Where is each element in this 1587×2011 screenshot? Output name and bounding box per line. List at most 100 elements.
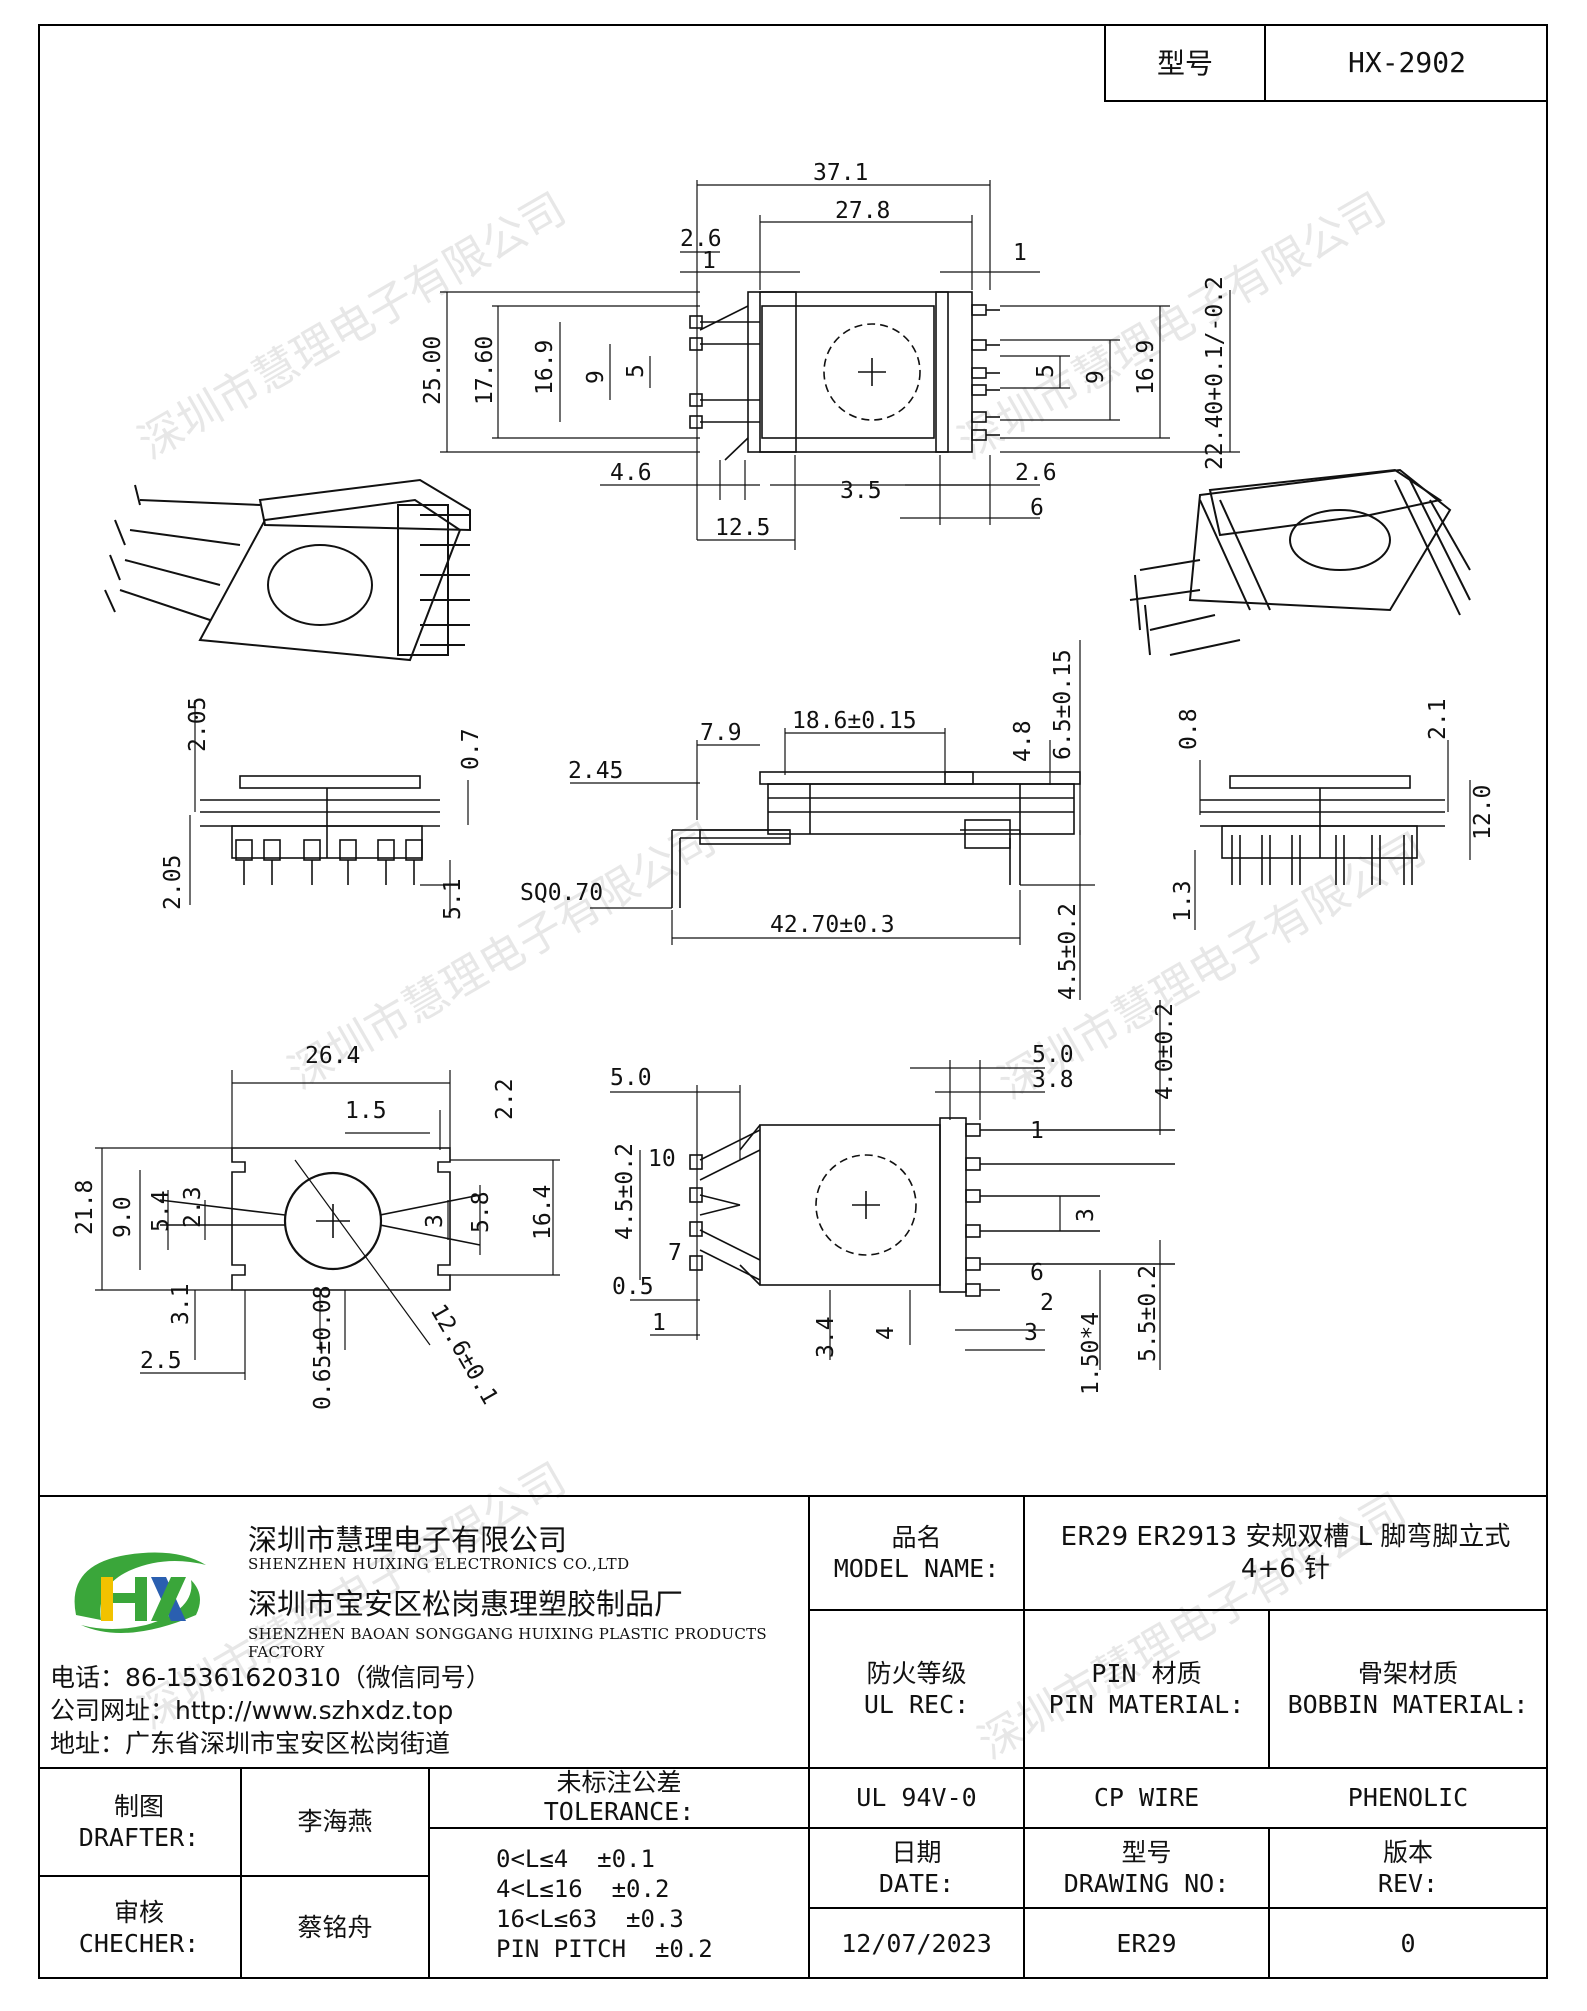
dim-label: 9.0: [110, 1196, 136, 1238]
dim-label: 9: [1083, 370, 1109, 384]
drawing-no-label: 型号 DRAWING NO:: [1025, 1829, 1268, 1907]
dim-label: 2.6: [1015, 460, 1057, 486]
dim-label: 16.9: [532, 340, 558, 395]
ul-rec-en: UL REC:: [863, 1690, 970, 1719]
pin-material-value: CP WIRE: [1093, 1783, 1200, 1813]
pin-material-label: PIN 材质 PIN MATERIAL:: [1025, 1611, 1268, 1767]
dim-label: 4.8: [1010, 720, 1036, 762]
top-left-pins: [689, 315, 760, 429]
checker-name: 蔡铭舟: [297, 1913, 373, 1943]
dim-label: 1.50*4: [1078, 1312, 1104, 1395]
dim-label: 5.8: [468, 1191, 494, 1233]
bobbin-material-en: BOBBIN MATERIAL:: [1287, 1690, 1529, 1719]
top-dim-lines: [440, 180, 1240, 550]
dim-label: 1: [652, 1310, 666, 1336]
company-info: 深圳市慧理电子有限公司 SHENZHEN HUIXING ELECTRONICS…: [50, 1503, 810, 1765]
company-website[interactable]: 公司网址：http://www.szhxdz.top: [50, 1696, 454, 1725]
dim-label: 5.4: [148, 1190, 174, 1232]
rev-en: REV:: [1377, 1869, 1439, 1898]
tolerance-cn: 未标注公差: [556, 1768, 682, 1798]
dim-label: 6: [1030, 495, 1044, 521]
date-cn: 日期: [891, 1837, 942, 1867]
checker-label: 审核 CHECHER:: [38, 1877, 240, 1979]
dim-label: 6.5±0.15: [1050, 649, 1076, 760]
bottom-left-view: [95, 1070, 560, 1380]
bottom-right-view: [610, 1000, 1175, 1370]
dim-label: 2.3: [180, 1186, 206, 1228]
dim-label: 21.8: [72, 1180, 98, 1235]
ul-rec-cn: 防火等级: [866, 1658, 967, 1688]
dim-label: 5: [1033, 364, 1059, 378]
model-name-en: MODEL NAME:: [833, 1554, 1000, 1583]
dim-label: 3.1: [168, 1283, 194, 1325]
mid-left-pins: [235, 839, 423, 885]
dim-label: 1.5: [345, 1098, 387, 1124]
mid-left-view: [189, 700, 469, 915]
rev-value: 0: [1400, 1929, 1416, 1959]
mid-center-view: [570, 640, 1095, 1000]
drafter-cn: 制图: [113, 1791, 164, 1821]
dim-label: 16.9: [1133, 340, 1159, 395]
iso-view-left: [104, 478, 471, 662]
checker-en: CHECHER:: [78, 1929, 200, 1958]
dim-label: SQ0.70: [520, 880, 603, 906]
dim-label: 3.4: [813, 1316, 839, 1358]
drawing-frame: [38, 24, 1548, 1979]
company-name-cn: 深圳市慧理电子有限公司: [248, 1523, 568, 1557]
model-header-box: 型号 HX-2902: [1104, 24, 1548, 102]
dim-label: 18.6±0.15: [792, 708, 917, 734]
dim-label: 12.0: [1470, 785, 1496, 840]
date-label: 日期 DATE:: [810, 1829, 1023, 1907]
dim-label: 3: [422, 1214, 448, 1228]
top-right-pins: [971, 304, 1000, 441]
dim-label: 2.6: [680, 226, 722, 252]
dim-label: 22.40+0.1/-0.2: [1202, 276, 1228, 470]
dim-label: 5.1: [440, 878, 466, 920]
title-block: 深圳市慧理电子有限公司 SHENZHEN HUIXING ELECTRONICS…: [38, 1495, 1548, 1979]
checker-cn: 审核: [113, 1897, 164, 1927]
dim-label: 1: [1030, 1118, 1044, 1144]
model-name-cn: 品名: [891, 1522, 942, 1552]
dim-label: 4.6: [610, 460, 652, 486]
dim-label: 0.5: [612, 1274, 654, 1300]
dim-label: 5.0: [610, 1065, 652, 1091]
dim-label: 3.5: [840, 478, 882, 504]
dim-label: 3: [1073, 1208, 1099, 1222]
drafter-label: 制图 DRAFTER:: [38, 1769, 240, 1875]
model-name-value-line2: 4+6 针: [1240, 1554, 1331, 1584]
dim-label: 2.05: [185, 697, 211, 752]
ul-rec-label: 防火等级 UL REC:: [810, 1611, 1023, 1767]
model-name-label: 品名 MODEL NAME:: [810, 1497, 1023, 1609]
dim-label: 2.2: [492, 1078, 518, 1120]
company-phone: 电话：86-15361620310（微信同号）: [50, 1663, 491, 1692]
drawing-no-en: DRAWING NO:: [1063, 1869, 1230, 1898]
dim-label: 3.8: [1032, 1067, 1074, 1093]
dim-label: 4.5±0.2: [612, 1143, 638, 1240]
dim-label: 5: [623, 364, 649, 378]
iso-view-right: [1129, 468, 1471, 656]
dim-label: 0.7: [458, 728, 484, 770]
model-value: HX-2902: [1347, 45, 1466, 79]
dim-label: 1: [702, 248, 716, 274]
mid-right-view: [1194, 740, 1471, 930]
drawing-no-value: ER29: [1116, 1929, 1177, 1959]
dim-label: 4: [873, 1326, 899, 1340]
bottom-right-right-pins: [965, 1123, 1175, 1297]
rev-cn: 版本: [1382, 1837, 1433, 1867]
dim-label: 9: [583, 370, 609, 384]
date-en: DATE:: [878, 1869, 955, 1898]
tolerance-line: 0<L≤4 ±0.1: [496, 1845, 655, 1873]
dim-label: 6: [1030, 1260, 1044, 1286]
dim-label: 2.1: [1425, 698, 1451, 740]
dim-label: 42.70±0.3: [770, 912, 895, 938]
top-view: [440, 180, 1240, 550]
date-value: 12/07/2023: [841, 1929, 992, 1959]
dim-label: 16.4: [530, 1185, 556, 1240]
ul-rec-value: UL 94V-0: [856, 1783, 977, 1813]
watermark-text: 深圳市慧理电子有限公司: [950, 183, 1395, 469]
factory-name-cn: 深圳市宝安区松岗惠理塑胶制品厂: [248, 1587, 684, 1621]
dimension-labels: 37.1 27.8 2.6 1 1 25.00 17.60 16.9 9 5 5…: [72, 160, 1496, 1410]
tolerance-en: TOLERANCE:: [543, 1797, 695, 1826]
dim-label: 2.5: [140, 1348, 182, 1374]
